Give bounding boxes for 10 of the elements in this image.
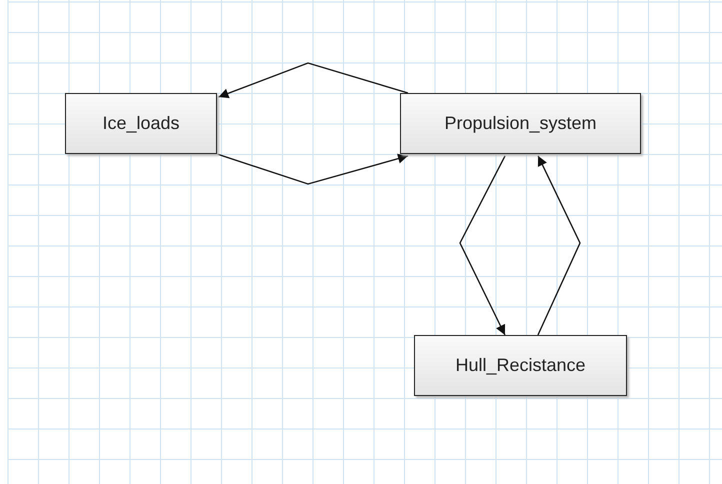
arrow xyxy=(218,62,408,98)
node-label: Ice_loads xyxy=(102,113,180,134)
process-box xyxy=(414,335,627,396)
node-label: Hull_Recistance xyxy=(455,355,586,376)
process-box xyxy=(400,93,641,154)
arrow xyxy=(537,156,581,336)
process-box xyxy=(65,93,217,154)
arrow xyxy=(216,153,408,185)
arrow xyxy=(459,156,506,336)
node-label: Propulsion_system xyxy=(444,113,597,134)
